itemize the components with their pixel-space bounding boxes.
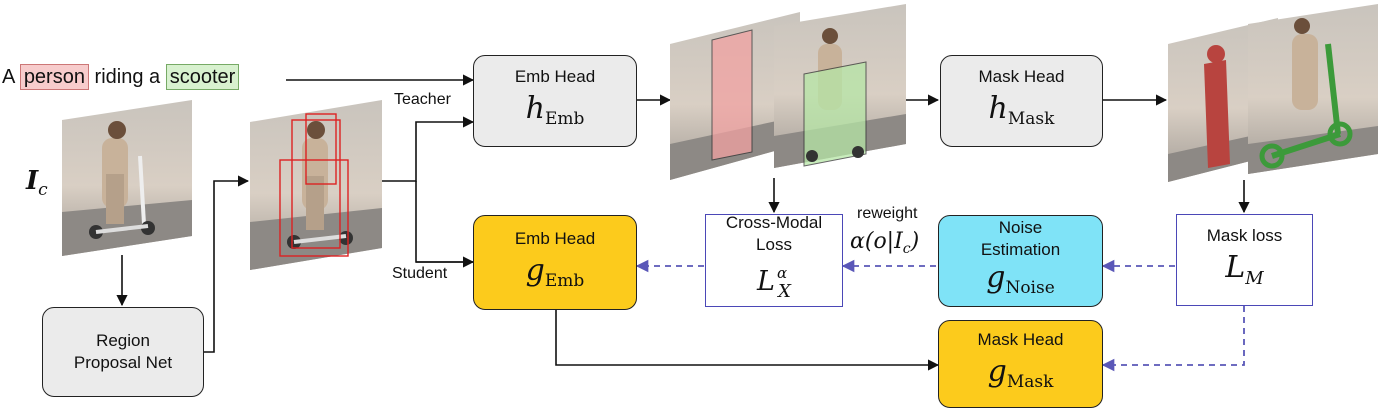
maskloss-symbol: LM [1225,249,1264,289]
caption-token-scooter: scooter [165,64,240,90]
mask-teacher-label: Mask Head [978,67,1065,86]
crossmodal-line1: Cross-Modal [725,213,823,232]
mask-student-symbol: gMask [987,354,1054,393]
emb-teacher-label: Emb Head [514,67,596,86]
noise-symbol: gNoise [986,260,1055,299]
region-proposal-net-box: Region Proposal Net [42,307,204,397]
proposals-to-teacher-arrow [382,116,475,182]
mask-student-label: Mask Head [977,330,1064,349]
emb-student-label: Emb Head [514,228,596,248]
student-label: Student [392,265,448,282]
rpn-label-line1: Region [96,331,150,350]
teacher-label: Teacher [394,91,451,108]
rpn-to-proposals-arrow [204,175,250,353]
reweight-formula: α(o|Ic) [850,229,920,257]
emb-student-to-mask-student-arrow [555,310,940,371]
rpn-label-line2: Proposal Net [73,353,173,372]
caption-token-person: person [19,64,89,90]
mask-loss-box: Mask loss LM [1176,214,1313,306]
input-caption: A person riding a scooter [2,64,240,90]
input-image-label: Ic [26,166,48,200]
mask-teacher-symbol: hMask [988,91,1055,130]
maskloss-to-mask-student-dashed-arrow [1101,306,1245,372]
mask-head-teacher-box: Mask Head hMask [940,55,1103,147]
proposals-to-student-arrow [415,181,473,263]
caption-prefix: A [2,66,15,88]
maskloss-label: Mask loss [1206,225,1283,245]
noise-line1: Noise [998,218,1043,237]
mask-head-student-box: Mask Head gMask [938,320,1103,408]
reweight-label: reweight [857,205,918,222]
caption-middle: riding a [94,66,161,88]
embedding-images [670,4,906,180]
crossmodal-line2: Loss [756,235,792,254]
emb-student-symbol: gEmb [525,252,585,291]
emb-head-teacher-box: Emb Head hEmb [473,55,637,147]
input-image [62,100,192,256]
noise-estimation-box: Noise Estimation gNoise [938,215,1103,307]
emb-teacher-symbol: hEmb [525,91,585,130]
mask-images [1168,4,1378,182]
noise-line2: Estimation [980,240,1061,259]
proposals-image [250,100,382,270]
emb-head-student-box: Emb Head gEmb [473,215,637,310]
